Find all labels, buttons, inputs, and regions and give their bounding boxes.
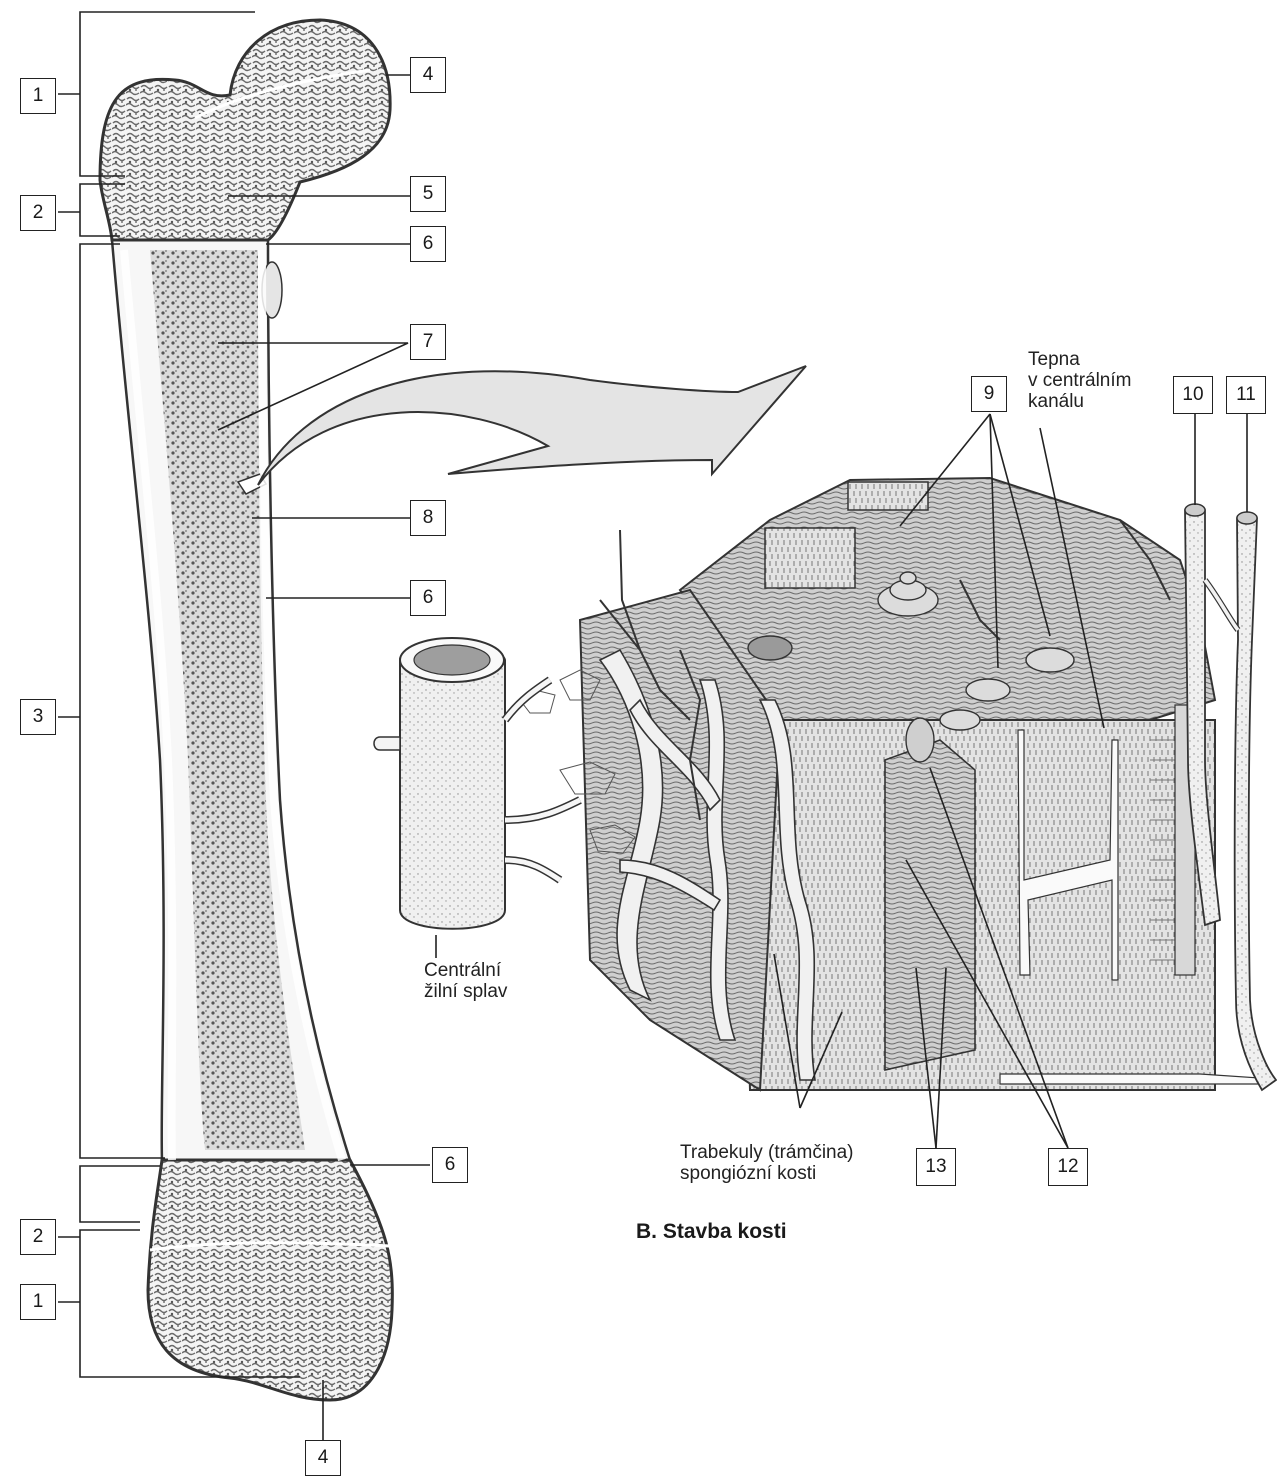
femur-condyles xyxy=(148,1160,392,1400)
label-1-bottom: 1 xyxy=(20,1284,56,1320)
label-12: 12 xyxy=(1048,1148,1088,1186)
label-6-a: 6 xyxy=(410,226,446,262)
femur-head xyxy=(100,20,390,240)
label-6-b: 6 xyxy=(410,580,446,616)
caption-tepna-line2: v centrálním xyxy=(1028,370,1131,391)
caption-tepna: Tepna v centrálním kanálu xyxy=(1028,349,1131,412)
label-9: 9 xyxy=(971,376,1007,412)
caption-tepna-line1: Tepna xyxy=(1028,349,1131,370)
label-8: 8 xyxy=(410,500,446,536)
label-4-bottom: 4 xyxy=(305,1440,341,1476)
caption-sinus-line2: žilní splav xyxy=(424,981,507,1002)
caption-central-sinus: Centrální žilní splav xyxy=(424,960,507,1002)
label-1-top: 1 xyxy=(20,78,56,114)
label-3: 3 xyxy=(20,699,56,735)
label-4-top: 4 xyxy=(410,57,446,93)
label-2-bottom: 2 xyxy=(20,1219,56,1255)
magnification-arrow xyxy=(258,366,806,485)
label-6-c: 6 xyxy=(432,1147,468,1183)
central-venous-sinus xyxy=(374,638,580,929)
label-10: 10 xyxy=(1173,376,1213,414)
label-2-top: 2 xyxy=(20,195,56,231)
label-7: 7 xyxy=(410,324,446,360)
label-5: 5 xyxy=(410,176,446,212)
bone-block xyxy=(520,478,1260,1090)
caption-sinus-line1: Centrální xyxy=(424,960,507,981)
caption-trabekuly: Trabekuly (trámčina) spongiózní kosti xyxy=(680,1142,854,1184)
femur xyxy=(100,20,392,1400)
caption-trabekuly-line2: spongiózní kosti xyxy=(680,1163,854,1184)
label-11: 11 xyxy=(1226,376,1266,414)
section-title: B. Stavba kosti xyxy=(636,1220,787,1244)
label-13: 13 xyxy=(916,1148,956,1186)
caption-trabekuly-line1: Trabekuly (trámčina) xyxy=(680,1142,854,1163)
caption-tepna-line3: kanálu xyxy=(1028,391,1131,412)
